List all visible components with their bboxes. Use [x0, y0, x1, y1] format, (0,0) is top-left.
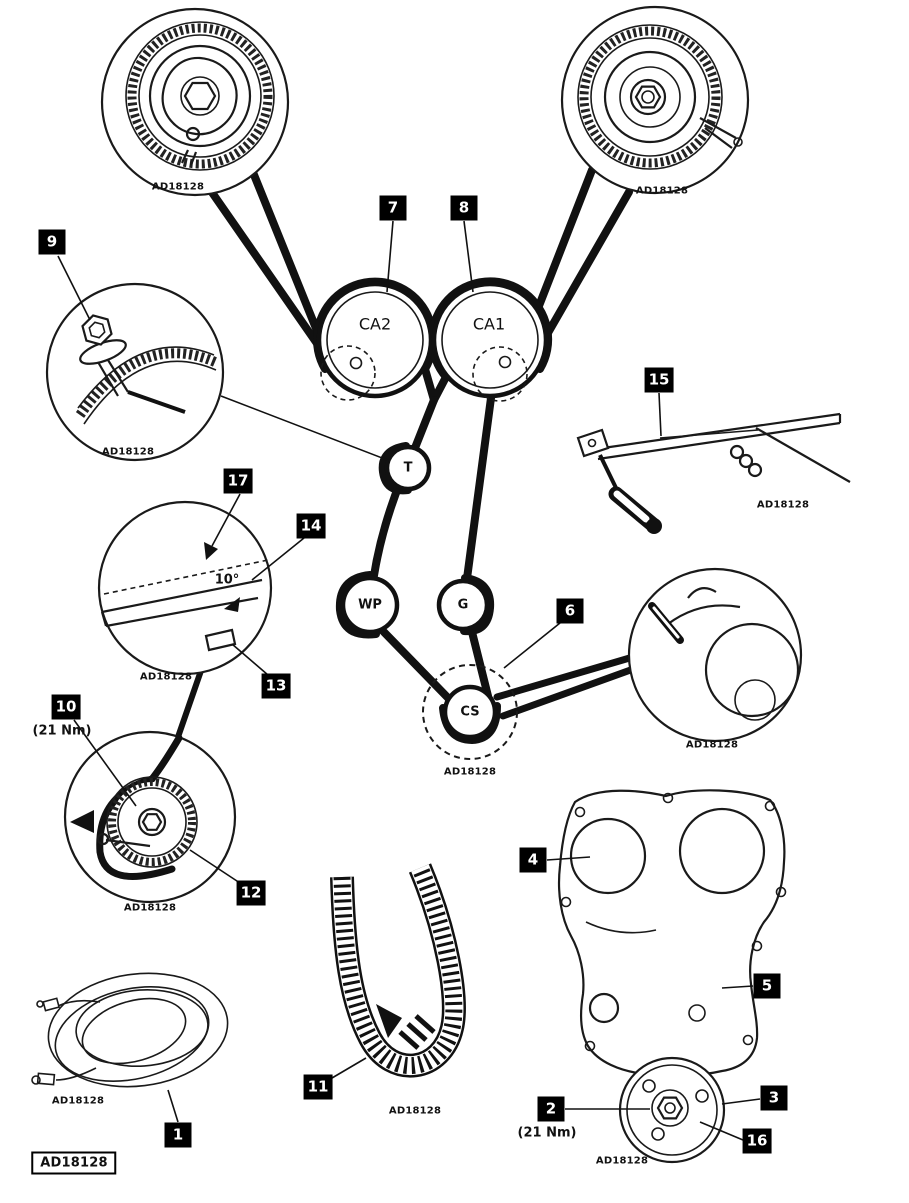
counterhold-tool-drawing: [576, 412, 851, 534]
drawing-code-belt: AD18128: [388, 1105, 442, 1117]
drawing-code-pulley: AD18128: [595, 1155, 649, 1167]
pulley-label-cs: CS: [460, 704, 480, 720]
callout-6: 6: [556, 598, 584, 624]
callout-8: 8: [450, 195, 478, 221]
callout-1: 1: [164, 1122, 192, 1148]
pulley-label-g: G: [457, 597, 469, 613]
callout-10: 10: [51, 694, 81, 720]
torque-label-tensioner: (21 Nm): [32, 723, 92, 739]
guide-pulley-g: [436, 578, 490, 632]
pulley-label-ca2: CA2: [358, 314, 392, 334]
camshaft-pulley-ca2: [316, 281, 434, 401]
tensioner-stud-detail: [45, 282, 225, 462]
pointer-arrow-icon: [204, 542, 218, 560]
callout-15: 15: [644, 367, 674, 393]
drawing-code-footer-box: AD18128: [31, 1151, 117, 1175]
drawing-code-topleft: AD18128: [151, 181, 205, 193]
cover-bolt-holes: [560, 792, 787, 1079]
coiled-seal-drawing: [31, 972, 229, 1088]
tensioner-pulley-t: [384, 444, 432, 492]
callout-7: 7: [379, 195, 407, 221]
camshaft-sprocket-right-detail: [560, 5, 750, 195]
drawing-code-tool: AD18128: [756, 499, 810, 511]
callout-12: 12: [236, 880, 266, 906]
pulley-label-t: T: [403, 460, 413, 476]
camshaft-sprocket-left-detail: [100, 7, 290, 197]
crankshaft-pulley-drawing: [618, 1056, 726, 1164]
callout-13: 13: [261, 673, 291, 699]
pointer-arrow-icon: [224, 597, 240, 612]
callout-16: 16: [742, 1128, 772, 1154]
drawing-code-topright: AD18128: [635, 185, 689, 197]
drawing-code-stud: AD18128: [101, 446, 155, 458]
callout-14: 14: [296, 513, 326, 539]
callout-leader-lines: [57, 220, 761, 1141]
water-pump-pulley-wp: [340, 575, 400, 635]
callout-9: 9: [38, 229, 66, 255]
drawing-code-angle: AD18128: [139, 671, 193, 683]
lower-tensioner-detail: [63, 730, 237, 904]
callout-17: 17: [223, 468, 253, 494]
drawing-code-tensioner: AD18128: [123, 902, 177, 914]
drawing-code-crank-end: AD18128: [685, 739, 739, 751]
pulley-label-wp: WP: [358, 597, 382, 613]
callout-4: 4: [519, 847, 547, 873]
angle-value-label: 10°: [214, 572, 240, 588]
drawing-code-seal: AD18128: [51, 1095, 105, 1107]
belt-piece-drawing: [330, 863, 466, 1078]
direction-arrow-icon: [70, 810, 94, 833]
callout-3: 3: [760, 1085, 788, 1111]
crankshaft-end-detail: [627, 567, 803, 743]
callout-2: 2: [537, 1096, 565, 1122]
crankshaft-sprocket-cs: [422, 664, 518, 760]
timing-cover-drawing: [557, 789, 787, 1079]
fit-direction-arrow-icon: [376, 1004, 402, 1038]
callout-11: 11: [303, 1074, 333, 1100]
torque-label-crank-bolt: (21 Nm): [517, 1125, 577, 1141]
callout-5: 5: [753, 973, 781, 999]
pulley-label-ca1: CA1: [472, 314, 506, 334]
camshaft-pulley-ca1: [431, 281, 549, 402]
angle-alignment-detail: [97, 500, 273, 676]
drawing-code-cs: AD18128: [443, 766, 497, 778]
